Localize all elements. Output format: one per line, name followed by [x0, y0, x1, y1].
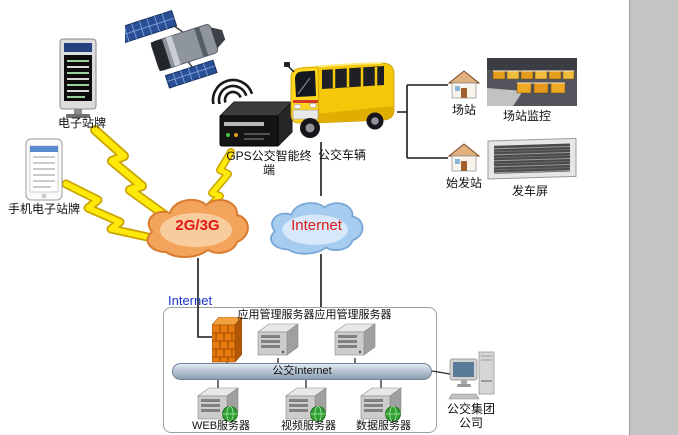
internet-cloud: Internet: [264, 196, 369, 260]
station-monitor-label: 场站监控: [503, 109, 552, 123]
app-server-1-label: 应用管理服务器: [237, 309, 315, 321]
departure-screen-photo: [487, 137, 577, 186]
gps-terminal-icon: [214, 98, 294, 155]
app-server-1-icon: [255, 322, 301, 363]
web-server-icon: [195, 386, 241, 427]
mobile-phone-icon: [24, 138, 64, 207]
bus-graphic: [284, 62, 395, 138]
video-server-icon: [283, 386, 329, 427]
origin-house-graphic: [447, 143, 481, 172]
workstation-graphic: [448, 351, 495, 400]
lightning-bolts: [61, 125, 235, 243]
estop-kiosk-icon: [54, 38, 102, 123]
app-server-2-icon: [332, 322, 378, 363]
firewall-graphic: [211, 316, 243, 363]
network-backbone-bar: 公交Internet: [172, 363, 432, 380]
phone-label: 手机电子站牌: [8, 202, 81, 216]
wifi-graphic: [211, 78, 254, 107]
depot-monitor-photo: [487, 58, 577, 111]
bus-icon: [282, 58, 397, 147]
internet-cloud-graphic: [270, 202, 364, 255]
depot-photo-graphic: [487, 58, 577, 106]
backbone-label: 公交Internet: [272, 365, 332, 377]
server-zone-box: [163, 307, 437, 433]
page-edge-strip: [629, 0, 678, 435]
bus-station-wires: [197, 84, 448, 338]
wifi-signal-icon: [210, 62, 256, 109]
satellite-icon: [115, 5, 230, 105]
company-workstation-icon: [448, 350, 496, 407]
phone-graphic: [25, 138, 63, 201]
mobile-network-label: 2G/3G: [175, 217, 220, 234]
video-server-label: 视频服务器: [281, 420, 336, 432]
globe-server-graphic: [360, 387, 402, 422]
company-label: 公交集团公司: [446, 402, 495, 431]
zone-wires: [217, 358, 451, 388]
mobile-network-cloud: 2G/3G: [140, 192, 255, 264]
zone-internet-label: Internet: [168, 293, 213, 308]
internet-cloud-label: Internet: [291, 217, 342, 234]
web-server-label: WEB服务器: [192, 420, 251, 432]
mobile-cloud-graphic: [146, 198, 249, 258]
app-server-2-label: 应用管理服务器: [314, 309, 392, 321]
bus-label: 公交车辆: [318, 148, 367, 162]
station-house-icon: [447, 70, 481, 105]
firewall-icon: [211, 316, 243, 368]
departure-screen-graphic: [487, 137, 577, 180]
data-server-label: 数据服务器: [356, 420, 411, 432]
server-graphic: [257, 323, 299, 356]
gps-terminal-label: GPS公交智能终端: [226, 149, 312, 178]
server-graphic: [334, 323, 376, 356]
departure-screen-label: 发车屏: [512, 184, 549, 198]
origin-station-label: 始发站: [446, 176, 483, 190]
globe-server-graphic: [197, 387, 239, 422]
satellite-graphic: [115, 9, 226, 89]
origin-station-house-icon: [447, 143, 481, 178]
data-server-icon: [358, 386, 404, 427]
globe-server-graphic: [285, 387, 327, 422]
station-house-graphic: [447, 70, 481, 99]
kiosk-graphic: [59, 38, 97, 118]
kiosk-label: 电子站牌: [58, 116, 107, 130]
station-label: 场站: [452, 103, 477, 117]
gps-terminal-graphic: [218, 100, 294, 148]
